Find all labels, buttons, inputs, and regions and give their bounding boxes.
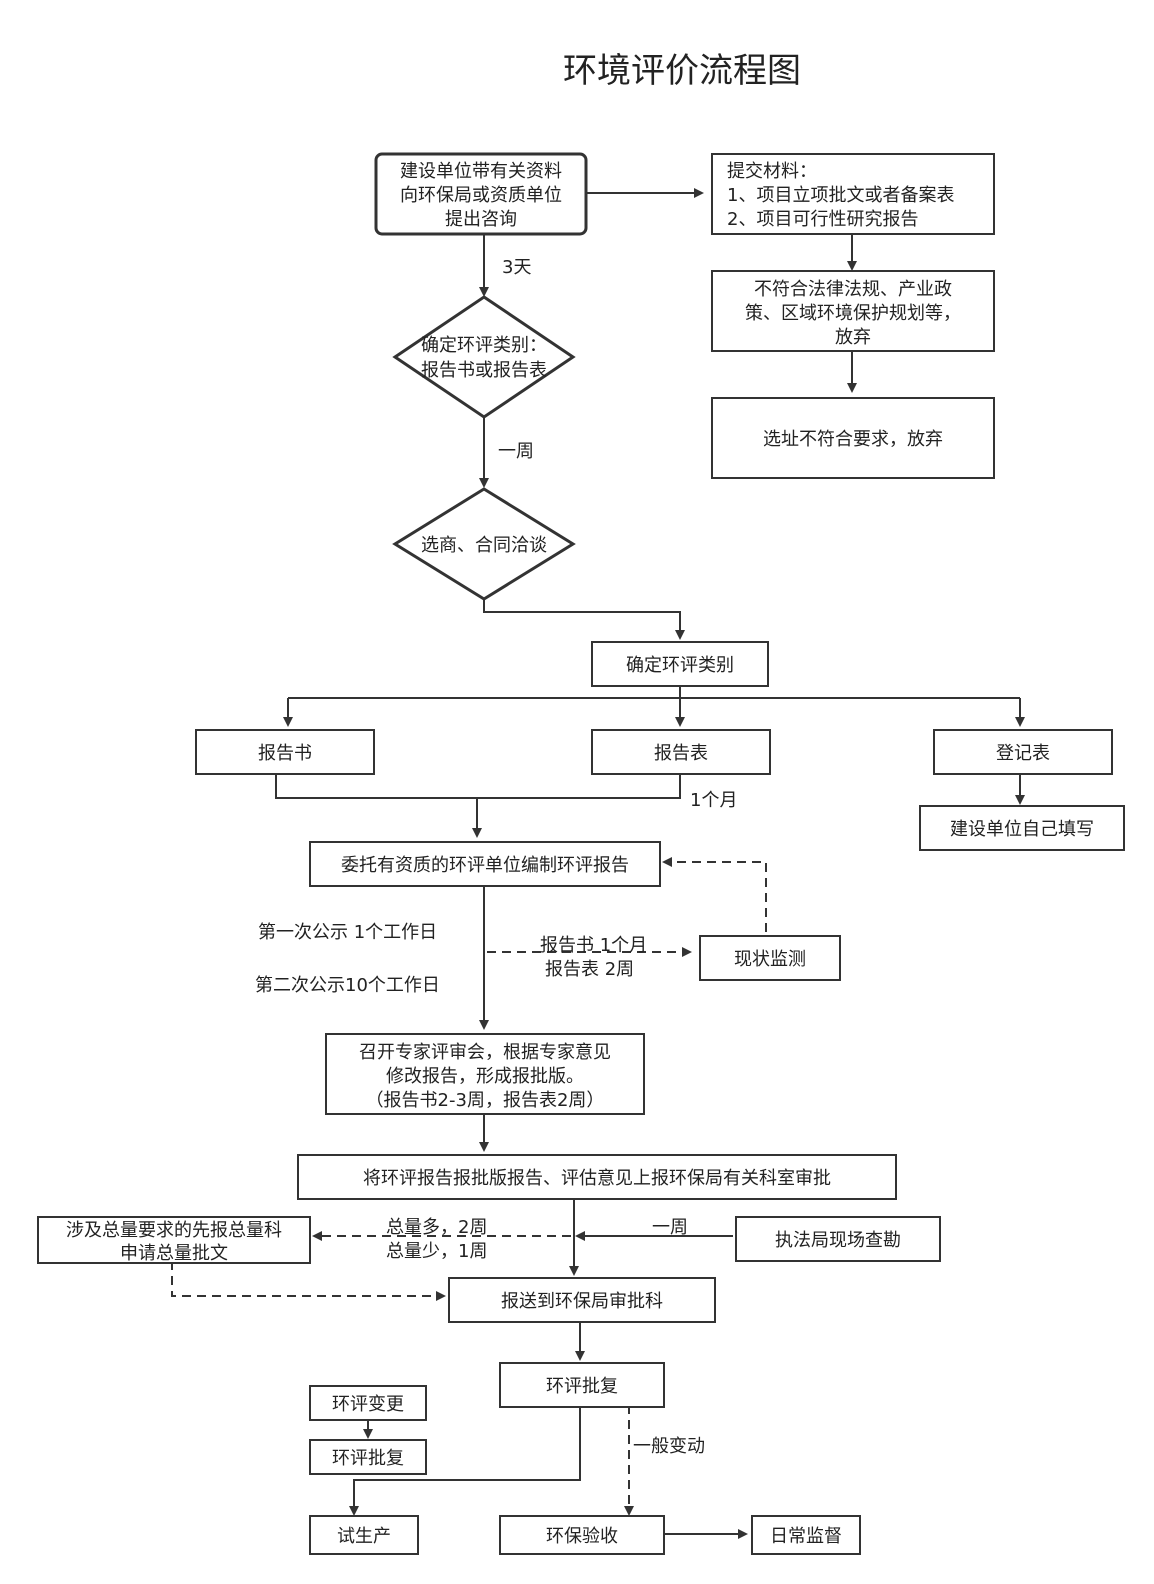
node-materials	[711, 153, 995, 235]
node-eia-approval-2-text: 环评批复	[332, 1448, 404, 1469]
label-first-publicity: 第一次公示 1个工作日	[258, 922, 437, 943]
node-enforcement-inspection	[735, 1216, 941, 1262]
node-vendor-diamond-text: 选商、合同洽谈	[421, 535, 547, 556]
node-site-reject-text: 选址不符合要求，放弃	[763, 429, 943, 450]
node-registration-form	[933, 729, 1113, 775]
node-materials-line-3: 2、项目可行性研究报告	[727, 209, 918, 230]
node-entrust	[309, 841, 661, 887]
node-consult	[374, 152, 588, 236]
label-one-week-1: 一周	[498, 441, 534, 462]
node-eia-approval	[499, 1362, 665, 1408]
node-noncompliant-line-2: 策、区域环境保护规划等，	[745, 303, 961, 324]
node-monitoring	[699, 935, 841, 981]
edge-approval-trial	[349, 1405, 581, 1516]
node-env-acceptance	[499, 1515, 665, 1555]
node-materials-line-1: 提交材料：	[727, 161, 817, 182]
node-eia-change-text: 环评变更	[332, 1394, 404, 1415]
node-submit-report-text: 将环评报告报批版报告、评估意见上报环保局有关科室审批	[363, 1168, 831, 1189]
edge-vendor-category	[483, 598, 685, 640]
node-category-diamond	[392, 295, 576, 419]
label-monitor-book: 报告书 1个月	[540, 935, 647, 956]
node-vendor-diamond	[392, 487, 576, 601]
node-determine-category	[591, 641, 769, 687]
node-total-quota	[37, 1216, 311, 1264]
node-enforcement-inspection-text: 执法局现场查勘	[775, 1230, 901, 1251]
node-consult-line-3: 提出咨询	[445, 209, 517, 230]
node-determine-category-text: 确定环评类别	[626, 655, 734, 676]
label-general-change: 一般变动	[633, 1436, 705, 1457]
node-consult-line-2: 向环保局或资质单位	[400, 185, 562, 206]
edge-monitoring-entrust	[662, 857, 767, 932]
node-daily-supervision	[751, 1515, 861, 1555]
node-report-book-text: 报告书	[258, 743, 312, 764]
node-expert-review-line-3: （报告书2-3周，报告表2周）	[366, 1090, 605, 1111]
node-site-reject	[711, 397, 995, 479]
label-one-month: 1个月	[690, 790, 737, 811]
node-eia-change	[309, 1385, 427, 1421]
node-category-diamond-line-1: 确定环评类别：	[421, 335, 547, 356]
label-second-publicity: 第二次公示10个工作日	[255, 975, 440, 996]
node-monitoring-text: 现状监测	[734, 949, 806, 970]
edge-quota-approvaldept	[171, 1261, 446, 1301]
node-expert-review-line-2: 修改报告，形成报批版。	[386, 1066, 584, 1087]
label-monitor-form: 报告表 2周	[545, 959, 634, 980]
node-submit-approval-dept	[448, 1277, 716, 1323]
node-submit-approval-dept-text: 报送到环保局审批科	[501, 1291, 663, 1312]
node-expert-review-line-1: 召开专家评审会，根据专家意见	[359, 1042, 611, 1063]
node-entrust-text: 委托有资质的环评单位编制环评报告	[341, 855, 629, 876]
node-category-diamond-line-2: 报告书或报告表	[421, 360, 547, 381]
node-consult-line-1: 建设单位带有关资料	[400, 161, 562, 182]
edges	[171, 188, 1025, 1539]
node-materials-line-2: 1、项目立项批文或者备案表	[727, 185, 954, 206]
node-eia-approval-2	[309, 1439, 427, 1475]
node-noncompliant	[711, 270, 995, 352]
label-one-week-2: 一周	[652, 1217, 688, 1238]
node-expert-review	[325, 1033, 645, 1115]
node-noncompliant-line-3: 放弃	[835, 327, 871, 348]
label-quota-less: 总量少，1周	[386, 1241, 487, 1262]
node-self-fill-text: 建设单位自己填写	[950, 819, 1094, 840]
node-report-form	[591, 729, 771, 775]
label-three-days: 3天	[502, 257, 531, 278]
page-title: 环境评价流程图	[563, 51, 801, 91]
node-total-quota-line-1: 涉及总量要求的先报总量科	[66, 1220, 282, 1241]
node-self-fill	[919, 805, 1125, 851]
node-report-book	[195, 729, 375, 775]
node-noncompliant-line-1: 不符合法律法规、产业政	[754, 279, 952, 300]
node-trial-production-text: 试生产	[337, 1526, 391, 1547]
node-daily-supervision-text: 日常监督	[770, 1526, 842, 1547]
node-eia-approval-text: 环评批复	[546, 1376, 618, 1397]
node-registration-form-text: 登记表	[996, 743, 1050, 764]
nodes: 建设单位带有关资料 向环保局或资质单位 提出咨询 提交材料： 1、项目立项批文或…	[37, 152, 1125, 1555]
node-env-acceptance-text: 环保验收	[546, 1526, 618, 1547]
node-submit-report	[297, 1154, 897, 1200]
node-trial-production	[309, 1515, 419, 1555]
node-report-form-text: 报告表	[654, 743, 708, 764]
node-total-quota-line-2: 申请总量批文	[120, 1243, 228, 1264]
label-quota-more: 总量多，2周	[386, 1217, 487, 1238]
edge-labels: 3天 一周 1个月 第一次公示 1个工作日 第二次公示10个工作日 报告书 1个…	[255, 257, 737, 1457]
